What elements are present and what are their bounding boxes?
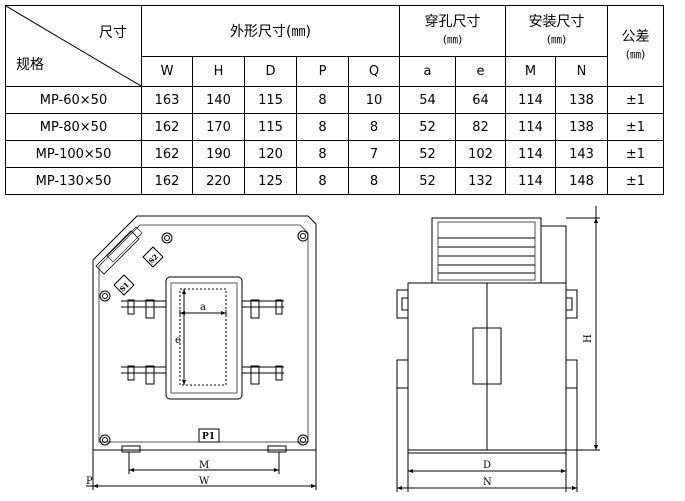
tolerance-header: 公差 (㎜) [607,5,664,87]
corner-header: 尺寸 规格 [5,5,142,87]
dim-D-label: D [483,460,491,471]
dim-N-label: N [483,477,492,488]
spec-table: 尺寸 规格 外形尺寸(㎜) 穿孔尺寸 (㎜) 安装尺寸 (㎜) 公差 (㎜) W… [5,5,664,195]
p1-label: P1 [202,432,215,442]
dim-P-label: P [86,476,93,487]
col-H: H [192,56,245,87]
corner-diagonal [6,6,141,86]
dim-e-label: e [175,335,181,346]
col-D: D [244,56,297,87]
front-view [86,215,317,490]
dim-M-label: M [199,460,209,471]
s2-label: S2 [147,252,160,265]
corner-size-label: 尺寸 [99,25,127,41]
dim-H-label: H [583,334,594,343]
dim-a-label: a [200,302,206,313]
corner-spec-label: 规格 [16,57,44,73]
s1-label: S1 [118,280,131,293]
spec-cell: MP-100×50 [5,140,142,168]
outer-dim-header: 外形尺寸(㎜) [141,5,400,57]
spec-cell: MP-80×50 [5,113,142,141]
hole-dim-header: 穿孔尺寸 (㎜) [399,5,506,57]
col-W: W [141,56,193,87]
col-e: e [455,56,506,87]
dim-W-label: W [199,476,210,487]
side-view [396,206,600,492]
